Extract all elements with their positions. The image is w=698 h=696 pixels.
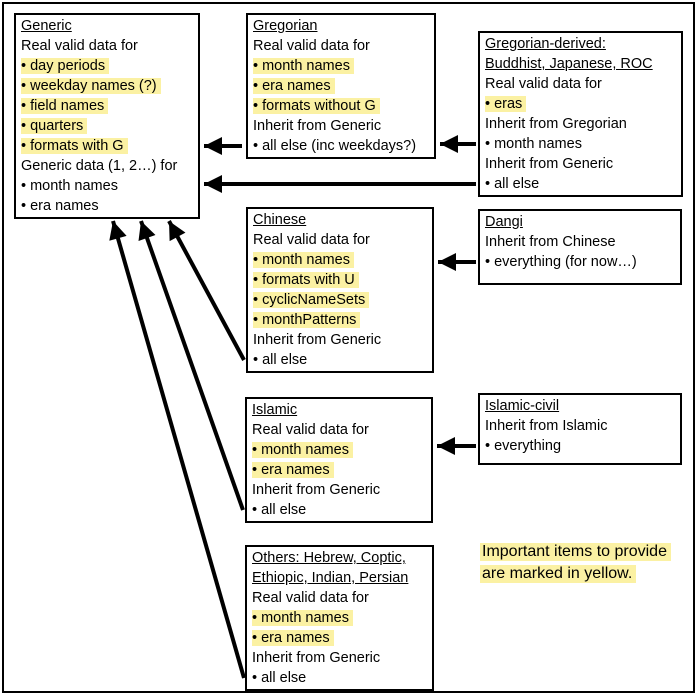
text-line: Inherit from Generic <box>485 156 614 172</box>
box-title: Others: Hebrew, Coptic, <box>252 550 406 566</box>
text-line: • cyclicNameSets <box>253 290 427 310</box>
text-line: Inherit from Chinese <box>485 234 616 250</box>
text-line: • everything <box>485 438 562 454</box>
text-line: • quarters <box>21 116 193 136</box>
text-line: Generic data (1, 2…) for <box>21 158 178 174</box>
text-line: • month names <box>485 136 582 152</box>
text-line: • era names <box>253 76 429 96</box>
text-line: • all else <box>253 352 308 368</box>
box-gregorian: Gregorian Real valid data for • month na… <box>246 13 436 159</box>
text-line: • month names <box>253 250 427 270</box>
text-line: • all else (inc weekdays?) <box>253 138 417 154</box>
text-line: • formats without G <box>253 96 429 116</box>
text-line: Real valid data for <box>252 422 369 438</box>
text-line: Real valid data for <box>253 232 370 248</box>
box-title: Generic <box>21 18 72 34</box>
text-line: • formats with U <box>253 270 427 290</box>
text-line: Inherit from Generic <box>253 332 382 348</box>
box-others: Others: Hebrew, Coptic, Ethiopic, Indian… <box>245 545 434 691</box>
text-line: • day periods <box>21 56 193 76</box>
text-line: Inherit from Generic <box>252 482 381 498</box>
text-line: Inherit from Gregorian <box>485 116 627 132</box>
box-title: Islamic-civil <box>485 398 560 414</box>
note-line: are marked in yellow. <box>480 565 637 583</box>
box-dangi: Dangi Inherit from Chinese • everything … <box>478 209 682 285</box>
text-line: Real valid data for <box>21 38 138 54</box>
text-line: • month names <box>21 178 118 194</box>
note-important-items: Important items to provide are marked in… <box>480 541 671 585</box>
box-gregorian-derived: Gregorian-derived: Buddhist, Japanese, R… <box>478 31 683 197</box>
text-line: • formats with G <box>21 136 193 156</box>
text-line: Real valid data for <box>253 38 370 54</box>
box-title: Gregorian <box>253 18 318 34</box>
text-line: • month names <box>253 56 429 76</box>
text-line: • month names <box>252 440 426 460</box>
text-line: Real valid data for <box>485 76 602 92</box>
box-title: Dangi <box>485 214 523 230</box>
text-line: • everything (for now…) <box>485 254 637 270</box>
text-line: • era names <box>252 460 426 480</box>
text-line: • month names <box>252 608 427 628</box>
text-line: • eras <box>485 94 676 114</box>
text-line: • field names <box>21 96 193 116</box>
text-line: • all else <box>485 176 540 192</box>
text-line: • all else <box>252 502 307 518</box>
text-line: • monthPatterns <box>253 310 427 330</box>
note-line: Important items to provide <box>480 543 671 561</box>
text-line: • era names <box>252 628 427 648</box>
box-islamic-civil: Islamic-civil Inherit from Islamic • eve… <box>478 393 682 465</box>
box-title: Chinese <box>253 212 307 228</box>
box-title: Ethiopic, Indian, Persian <box>252 570 409 586</box>
box-chinese: Chinese Real valid data for • month name… <box>246 207 434 373</box>
text-line: • weekday names (?) <box>21 76 193 96</box>
box-title: Buddhist, Japanese, ROC <box>485 56 653 72</box>
text-line: Inherit from Generic <box>252 650 381 666</box>
text-line: • all else <box>252 670 307 686</box>
box-islamic: Islamic Real valid data for • month name… <box>245 397 433 523</box>
text-line: Real valid data for <box>252 590 369 606</box>
text-line: Inherit from Islamic <box>485 418 608 434</box>
box-title: Islamic <box>252 402 298 418</box>
text-line: • era names <box>21 198 99 214</box>
box-title: Gregorian-derived: <box>485 36 606 52</box>
box-generic: Generic Real valid data for • day period… <box>14 13 200 219</box>
text-line: Inherit from Generic <box>253 118 382 134</box>
